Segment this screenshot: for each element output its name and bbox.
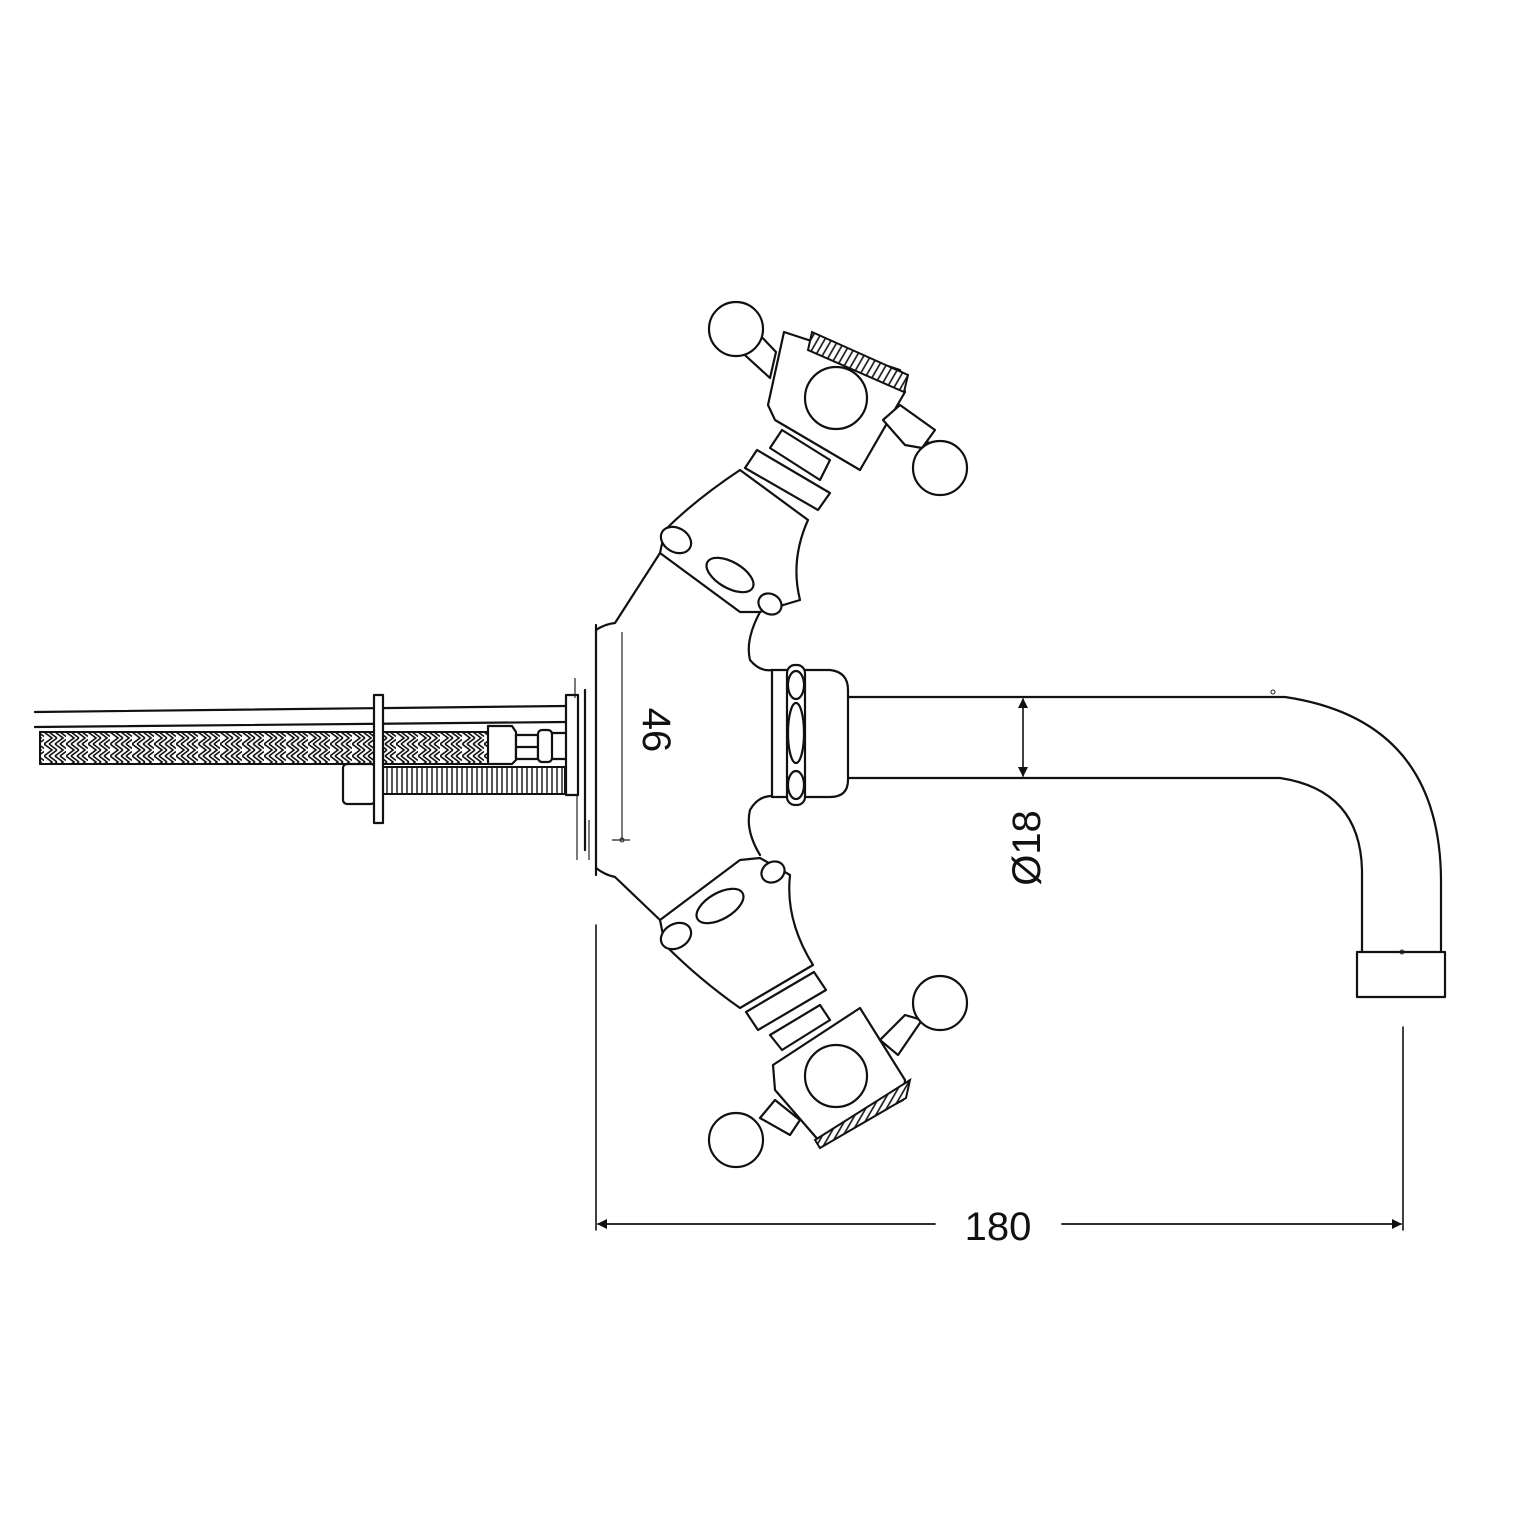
tap-body: [594, 551, 774, 922]
supply-pipes: [33, 678, 590, 860]
dimension-46-label: 46: [634, 708, 678, 753]
braided-hose: [39, 731, 489, 765]
hose-nut: [536, 728, 554, 764]
spout-union: [770, 663, 850, 807]
dimension-body-height: 46: [612, 632, 678, 843]
lower-handle-ball-right: [911, 974, 969, 1032]
upper-handle-ball-left: [707, 300, 765, 358]
upper-handle-ball-right: [911, 439, 969, 497]
fixing-washer: [372, 693, 385, 825]
upper-valve-assembly: [658, 300, 969, 616]
dimension-spout-diameter: Ø18: [1005, 698, 1049, 886]
dimension-projection: 180: [595, 924, 1404, 1249]
dimension-180-label: 180: [965, 1205, 1032, 1249]
fixing-nut: [341, 762, 377, 806]
back-plate: [564, 693, 580, 797]
lower-valve-assembly: [658, 856, 969, 1169]
hose-ferrule: [486, 724, 518, 766]
spout-aerator: [1355, 950, 1447, 999]
threaded-stud: [349, 766, 566, 795]
spout: [846, 689, 1447, 999]
lower-handle-ball-left: [707, 1111, 765, 1169]
dimension-diameter-label: Ø18: [1005, 810, 1049, 886]
